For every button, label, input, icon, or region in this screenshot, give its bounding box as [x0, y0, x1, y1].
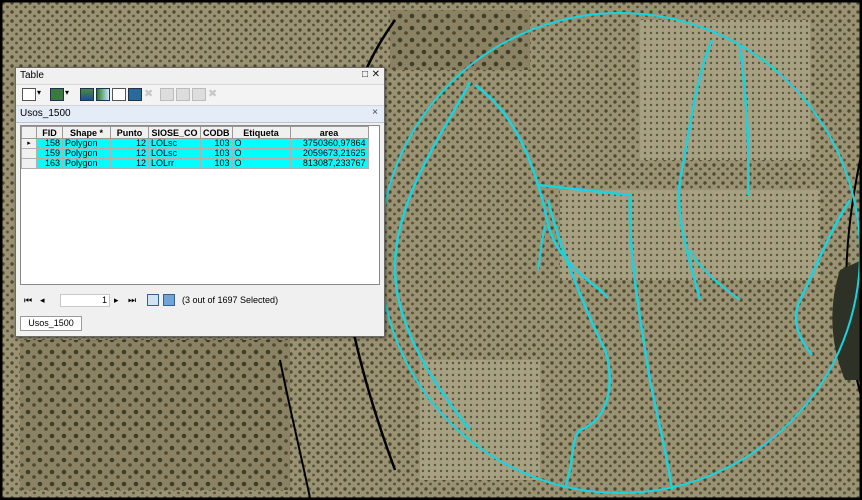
cell-etiqueta[interactable]: O — [231, 148, 291, 159]
cell-shape[interactable]: Polygon — [62, 138, 111, 149]
polygon-boundary-center — [537, 183, 674, 491]
cell-fid[interactable]: 163 — [36, 158, 63, 169]
row-selector-header — [21, 126, 37, 139]
cell-punto[interactable]: 12 — [110, 138, 149, 149]
show-all-records-icon[interactable] — [147, 294, 159, 306]
stream-line — [677, 39, 714, 301]
table-options-icon[interactable] — [22, 88, 36, 101]
selection-count: (3 out of 1697 Selected) — [182, 295, 279, 305]
olive-field-patch — [390, 10, 530, 70]
close-table-icon[interactable]: × — [372, 107, 378, 118]
stream-line — [689, 249, 741, 301]
cell-siose-co[interactable]: LOLsc — [148, 138, 201, 149]
table-row[interactable]: 163 Polygon 12 LOLrr 103 O 813087,233767 — [21, 158, 369, 169]
next-record-icon[interactable]: ▸ — [114, 295, 119, 305]
cell-codb[interactable]: 103 — [200, 158, 233, 169]
cell-siose-co[interactable]: LOLsc — [148, 148, 201, 159]
window-title: Table — [20, 70, 44, 81]
row-selector[interactable] — [21, 158, 37, 169]
stream-line — [738, 44, 750, 196]
copy-icon[interactable] — [160, 88, 174, 101]
show-selected-records-icon[interactable] — [163, 294, 175, 306]
stream-line — [794, 199, 852, 356]
cell-etiqueta[interactable]: O — [231, 138, 291, 149]
cell-siose-co[interactable]: LOLrr — [148, 158, 201, 169]
cell-fid[interactable]: 159 — [36, 148, 63, 159]
last-record-icon[interactable]: ⏭ — [128, 295, 137, 305]
table-toolbar: ▾ ▾ ✖ ✖ — [16, 85, 384, 106]
first-record-icon[interactable]: ⏮ — [24, 295, 33, 305]
zoom-to-selected-icon[interactable] — [128, 88, 142, 101]
row-selector[interactable]: ▸ — [21, 138, 37, 149]
table-name: Usos_1500 — [20, 108, 71, 119]
column-header-fid[interactable]: FID — [36, 126, 63, 139]
cell-fid[interactable]: 158 — [36, 138, 63, 149]
record-number-input[interactable]: 1 — [60, 294, 110, 307]
cell-codb[interactable]: 103 — [200, 148, 233, 159]
column-header-etiqueta[interactable]: Etiqueta — [231, 126, 291, 139]
column-header-punto[interactable]: Punto — [110, 126, 149, 139]
cell-etiqueta[interactable]: O — [231, 158, 291, 169]
column-header-codb[interactable]: CODB — [200, 126, 233, 139]
black-boundary-line — [279, 359, 311, 499]
cell-area[interactable]: 813087,233767 — [289, 158, 369, 169]
olive-field-patch — [20, 340, 290, 490]
cell-area[interactable]: 2059673,21625 — [289, 148, 369, 159]
polygon-boundary-inner — [546, 199, 611, 489]
cell-shape[interactable]: Polygon — [62, 158, 111, 169]
table-tab-bottom[interactable]: Usos_1500 — [20, 316, 82, 331]
olive-field-patch — [420, 360, 540, 480]
delete-selected-icon[interactable]: ✖ — [144, 88, 154, 100]
row-selector[interactable] — [21, 148, 37, 159]
olive-field-patch — [640, 20, 810, 160]
chevron-down-icon[interactable]: ▾ — [65, 88, 70, 97]
paste-icon[interactable] — [176, 88, 190, 101]
table-row[interactable]: ▸ 158 Polygon 12 LOLsc 103 O 3750360,978… — [21, 138, 369, 149]
column-header-area[interactable]: area — [289, 126, 369, 139]
column-header-shape[interactable]: Shape * — [62, 126, 111, 139]
remove-icon[interactable]: ✖ — [208, 88, 218, 100]
table-row[interactable]: 159 Polygon 12 LOLsc 103 O 2059673,21625 — [21, 148, 369, 159]
table-tab-header[interactable]: Usos_1500 × — [16, 106, 384, 123]
clear-selection-icon[interactable] — [112, 88, 126, 101]
table-header-row: FID Shape * Punto SIOSE_CO CODB Etiqueta… — [21, 126, 369, 139]
cell-shape[interactable]: Polygon — [62, 148, 111, 159]
close-icon[interactable]: ✕ — [371, 69, 380, 80]
cell-area[interactable]: 3750360,97864 — [289, 138, 369, 149]
polygon-boundary-west — [393, 81, 472, 431]
table-window[interactable]: Table □ ✕ ▾ ▾ ✖ ✖ Usos_1500 × FID — [15, 67, 385, 337]
chevron-down-icon[interactable]: ▾ — [37, 88, 42, 97]
cell-codb[interactable]: 103 — [200, 138, 233, 149]
restore-icon[interactable]: □ — [361, 69, 368, 80]
cell-punto[interactable]: 12 — [110, 148, 149, 159]
select-by-attributes-icon[interactable] — [80, 88, 94, 101]
table-titlebar[interactable]: Table □ ✕ — [16, 68, 384, 85]
column-header-siose-co[interactable]: SIOSE_CO — [148, 126, 201, 139]
stream-line — [537, 224, 546, 271]
add-field-icon[interactable] — [192, 88, 206, 101]
record-navigation-bar: ⏮ ◂ 1 ▸ ⏭ (3 out of 1697 Selected) — [20, 292, 380, 310]
switch-selection-icon[interactable] — [96, 88, 110, 101]
related-tables-icon[interactable] — [50, 88, 64, 101]
stream-line — [474, 83, 609, 299]
attribute-table[interactable]: FID Shape * Punto SIOSE_CO CODB Etiqueta… — [20, 125, 380, 285]
cell-punto[interactable]: 12 — [110, 158, 149, 169]
previous-record-icon[interactable]: ◂ — [40, 295, 45, 305]
